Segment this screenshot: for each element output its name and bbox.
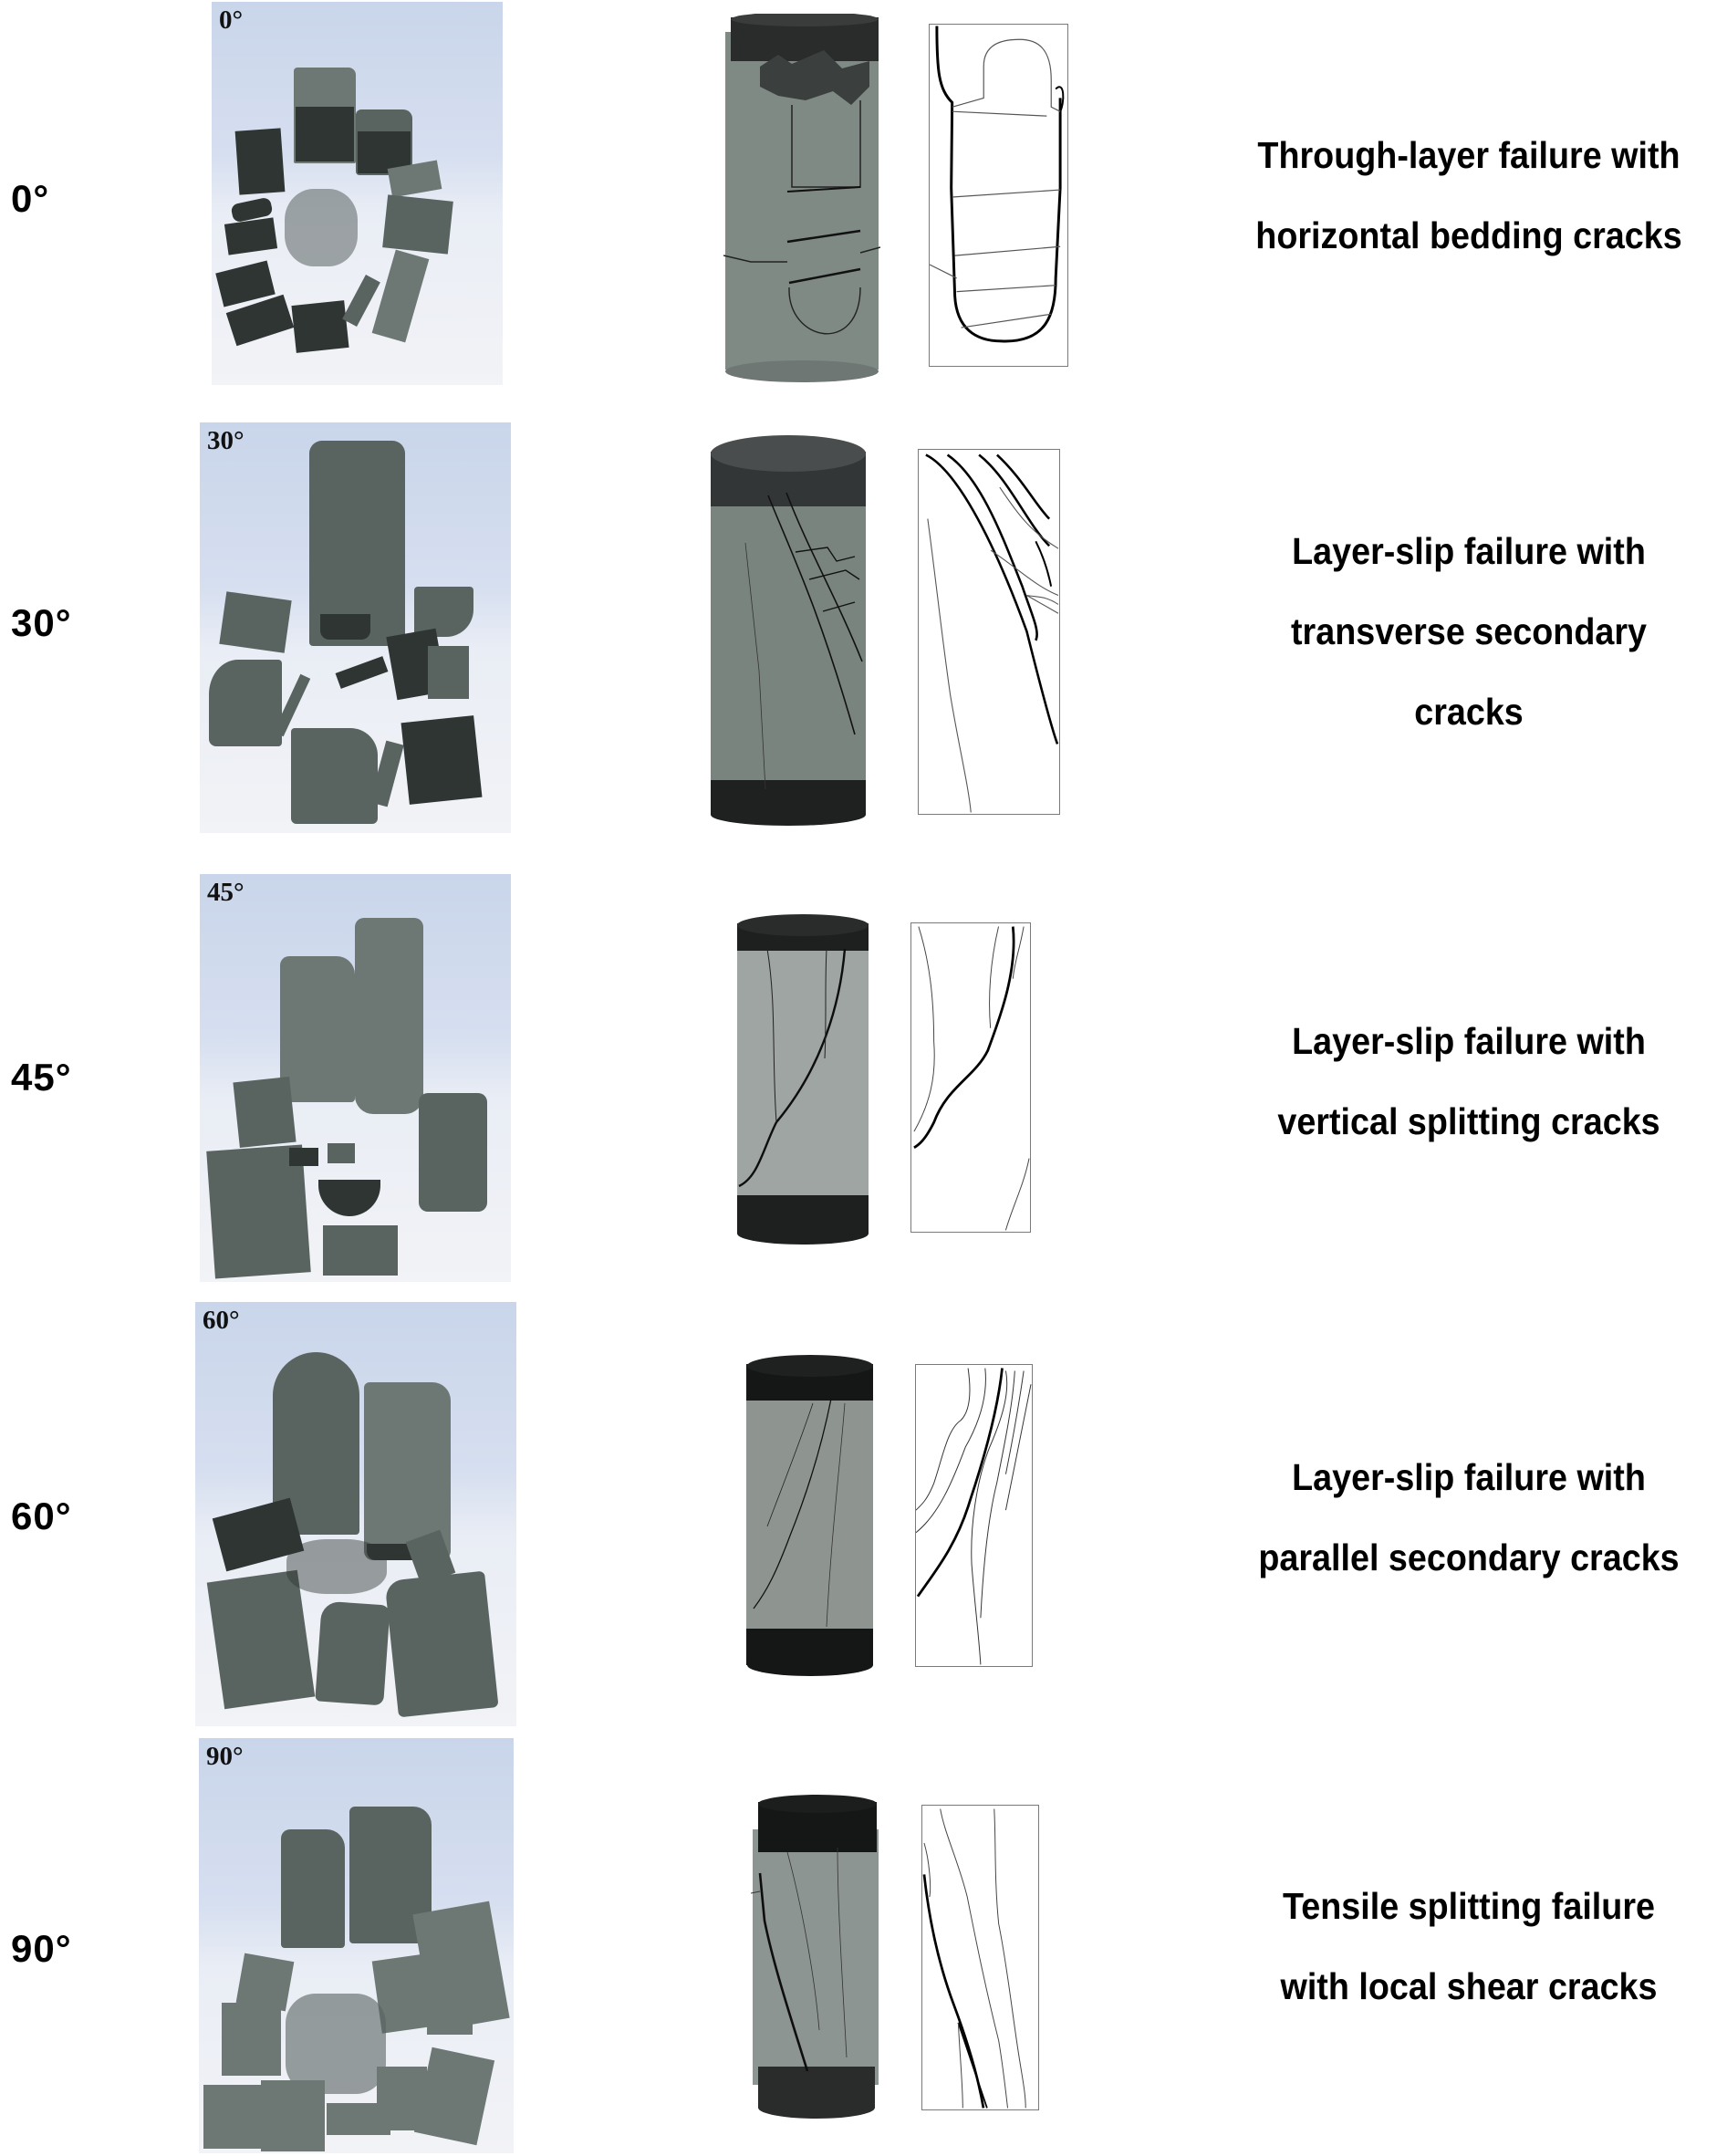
angle-label: 90° xyxy=(11,1927,72,1970)
fragment-photo: 0° xyxy=(212,2,503,385)
angle-label: 45° xyxy=(11,1056,72,1099)
rock-fragment xyxy=(224,217,278,255)
photo-angle-tag: 60° xyxy=(203,1306,240,1335)
description-line: horizontal bedding cracks xyxy=(1255,214,1682,256)
failure-mode-description: Layer-slip failure with vertical splitti… xyxy=(1209,1001,1727,1161)
crack-sketch xyxy=(910,922,1031,1233)
rock-fragment xyxy=(315,1600,390,1706)
description-line: Through-layer failure with xyxy=(1257,134,1680,176)
rock-fragment xyxy=(261,2080,325,2151)
fragment-photo: 30° xyxy=(200,422,511,833)
rock-fragment xyxy=(414,587,473,637)
description-line: Tensile splitting failure xyxy=(1282,1885,1655,1927)
rock-fragment xyxy=(342,274,380,328)
rock-fragment xyxy=(427,1989,473,2035)
rock-debris xyxy=(286,1539,387,1594)
rock-fragment xyxy=(323,1225,398,1276)
description-line: Layer-slip failure with xyxy=(1292,1020,1646,1062)
crack-sketch xyxy=(918,449,1060,815)
rock-fragment xyxy=(318,1180,380,1216)
tested-cylinder-specimen xyxy=(711,435,866,826)
fragment-photo: 90° xyxy=(199,1738,514,2153)
rock-fragment xyxy=(413,2047,495,2146)
rock-fragment xyxy=(209,660,282,746)
fragment-photo: 60° xyxy=(195,1302,516,1726)
rock-fragment xyxy=(296,107,354,161)
rock-fragment xyxy=(289,1148,318,1166)
rock-fragment xyxy=(401,715,483,805)
rock-fragment xyxy=(382,194,453,255)
photo-angle-tag: 45° xyxy=(207,878,244,907)
photo-angle-tag: 90° xyxy=(206,1742,244,1771)
crack-sketch xyxy=(921,1805,1039,2110)
rock-fragment xyxy=(280,956,355,1102)
description-line: with local shear cracks xyxy=(1280,1965,1658,2007)
rock-fragment xyxy=(320,614,370,640)
photo-angle-tag: 30° xyxy=(207,426,244,455)
rock-fragment xyxy=(309,441,405,646)
description-line: vertical splitting cracks xyxy=(1277,1100,1660,1142)
angle-label: 0° xyxy=(11,177,50,220)
description-line: parallel secondary cracks xyxy=(1258,1536,1680,1578)
rock-debris xyxy=(285,189,358,266)
tested-cylinder-specimen xyxy=(746,1355,873,1676)
rock-fragment xyxy=(234,128,286,195)
rock-fragment xyxy=(355,918,423,1114)
angle-label: 60° xyxy=(11,1495,72,1537)
tested-cylinder-specimen xyxy=(737,914,869,1245)
fragment-photo: 45° xyxy=(200,874,511,1282)
failure-mode-description: Through-layer failure with horizontal be… xyxy=(1209,115,1727,276)
rock-fragment xyxy=(233,1076,297,1149)
rock-fragment xyxy=(328,1143,355,1163)
description-line: cracks xyxy=(1414,691,1524,733)
crack-sketch xyxy=(929,24,1068,367)
rock-fragment xyxy=(291,300,349,353)
rock-fragment xyxy=(384,1570,499,1718)
description-line: Layer-slip failure with xyxy=(1292,1456,1646,1498)
photo-angle-tag: 0° xyxy=(219,5,244,35)
rock-fragment xyxy=(281,1829,345,1948)
rock-debris xyxy=(286,1994,386,2094)
rock-fragment xyxy=(335,656,389,689)
failure-mode-description: Layer-slip failure with parallel seconda… xyxy=(1209,1437,1727,1598)
rock-fragment xyxy=(203,2085,263,2149)
crack-sketch xyxy=(915,1364,1033,1667)
failure-mode-description: Layer-slip failure with transverse secon… xyxy=(1209,511,1727,752)
angle-label: 30° xyxy=(11,601,72,644)
rock-fragment xyxy=(428,646,469,699)
tested-cylinder-specimen xyxy=(723,14,880,382)
failure-mode-description: Tensile splitting failure with local she… xyxy=(1209,1866,1727,2026)
tested-cylinder-specimen xyxy=(751,1795,879,2119)
rock-fragment xyxy=(371,249,430,343)
rock-fragment xyxy=(419,1093,487,1212)
rock-fragment xyxy=(206,1569,316,1710)
description-line: Layer-slip failure with xyxy=(1292,530,1646,572)
rock-fragment xyxy=(222,2003,281,2076)
rock-fragment xyxy=(219,591,292,653)
rock-fragment xyxy=(291,728,378,824)
description-line: transverse secondary xyxy=(1290,610,1647,652)
